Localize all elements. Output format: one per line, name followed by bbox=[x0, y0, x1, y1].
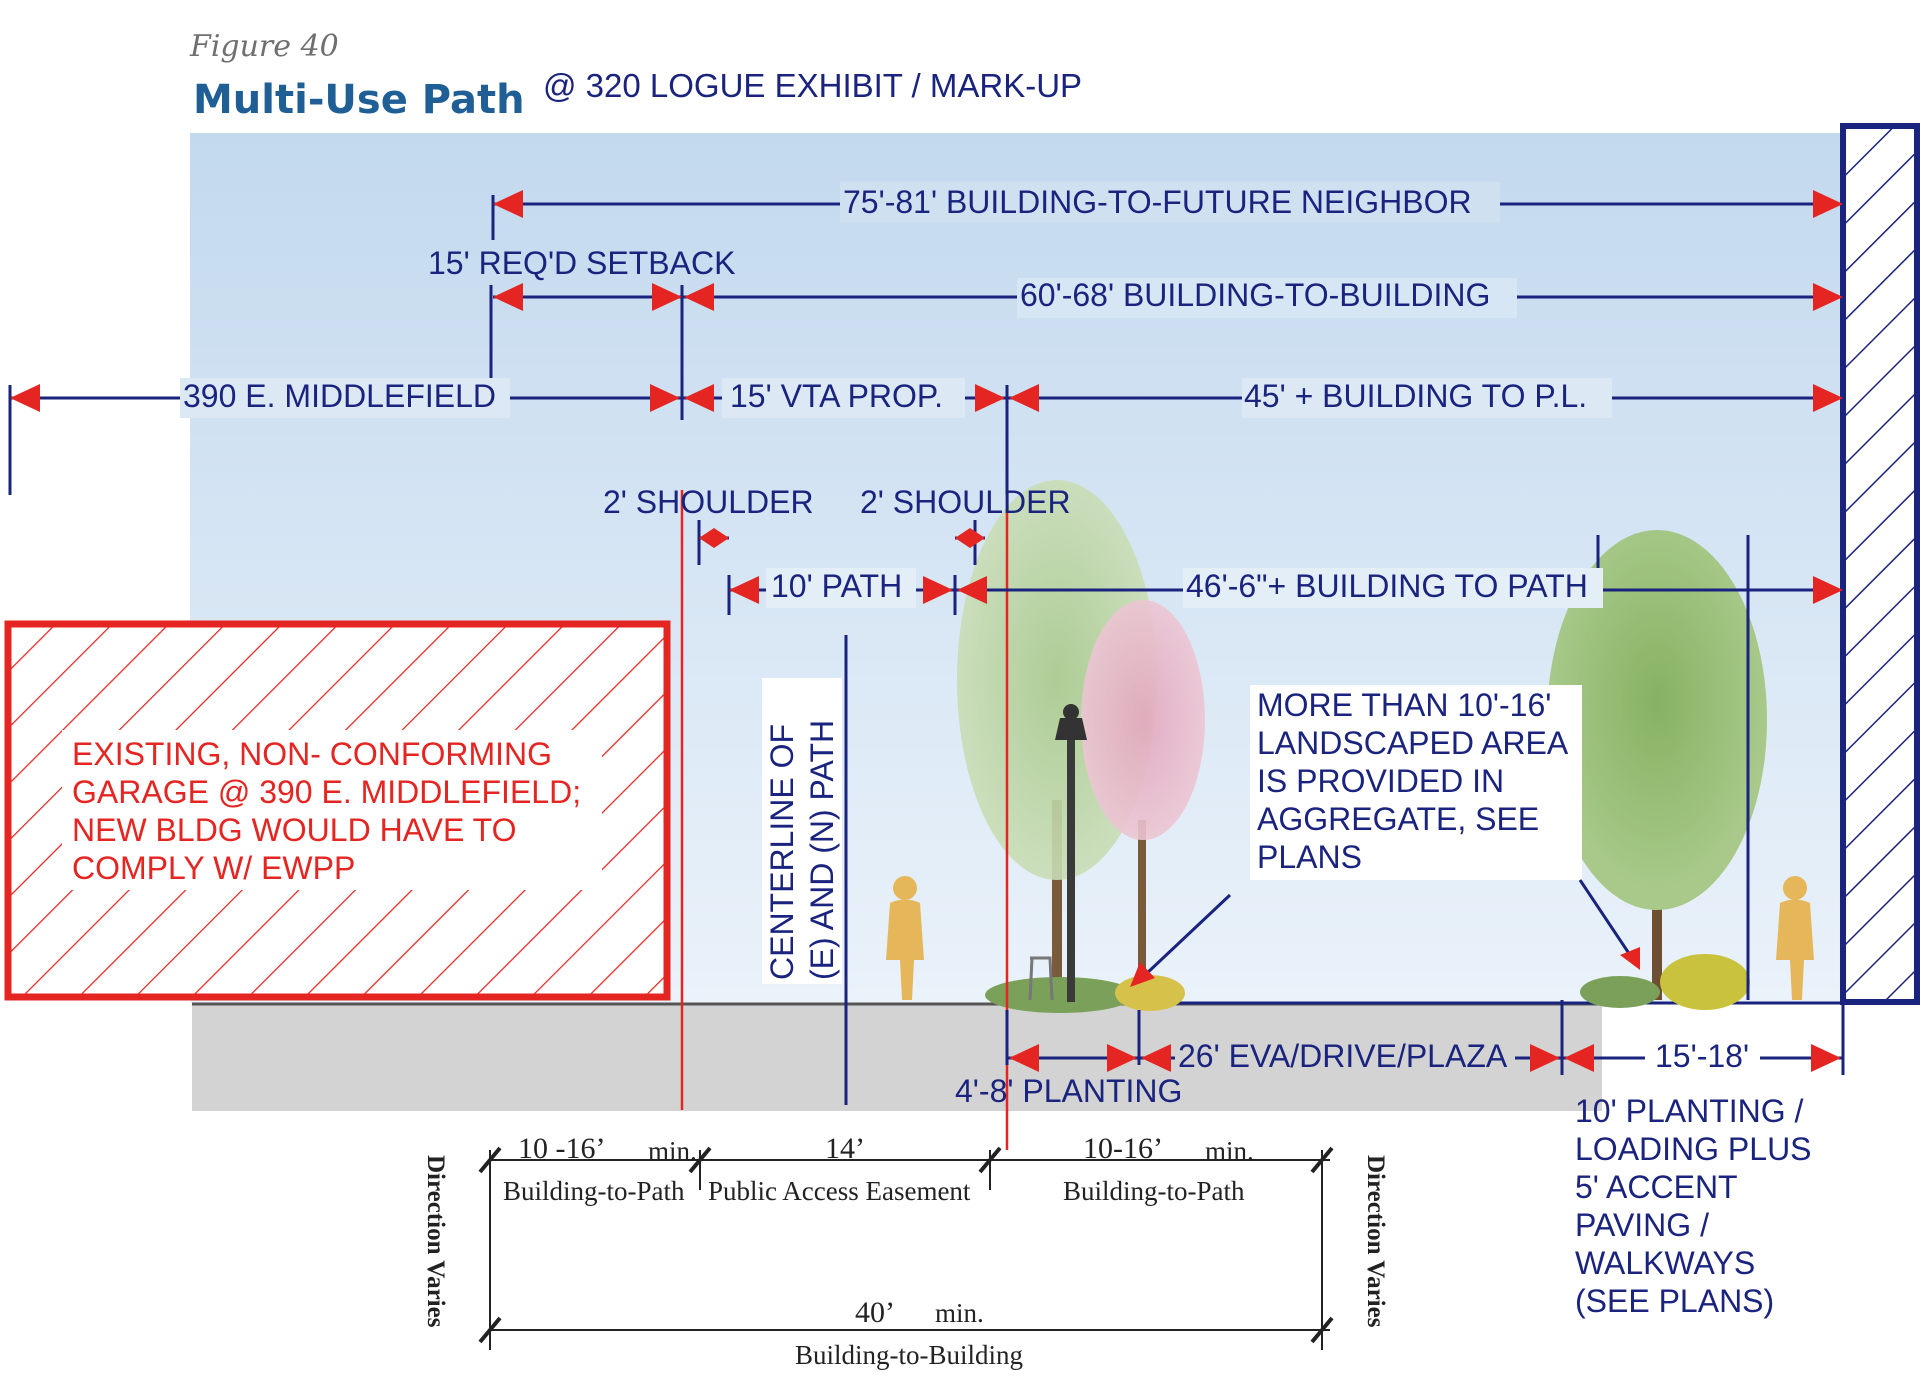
dim-label-planting-small: 4'-8' PLANTING bbox=[955, 1073, 1182, 1109]
bottom-left-label: Building-to-Path bbox=[503, 1176, 685, 1206]
dim-label-building-to-pl: 45' + BUILDING TO P.L. bbox=[1244, 378, 1587, 414]
bottom-total-label: Building-to-Building bbox=[795, 1340, 1023, 1370]
dim-label-planting-right: 15'-18' bbox=[1655, 1038, 1749, 1074]
planting-note-line-6: (SEE PLANS) bbox=[1575, 1283, 1774, 1319]
planting-note-line-3: 5' ACCENT bbox=[1575, 1169, 1737, 1205]
dim-label-future-neighbor: 75'-81' BUILDING-TO-FUTURE NEIGHBOR bbox=[843, 184, 1472, 220]
tree-pink bbox=[1081, 600, 1205, 1000]
dim-row-eva: 26' EVA/DRIVE/PLAZA 15'-18' bbox=[1007, 1038, 1843, 1078]
bottom-right-value: 10-16’ bbox=[1083, 1132, 1163, 1165]
pedestrian-left bbox=[886, 876, 924, 1000]
landscape-note-line-2: LANDSCAPED AREA bbox=[1257, 725, 1569, 761]
figure-label: Figure 40 bbox=[189, 29, 339, 64]
lamp-post bbox=[1055, 704, 1087, 1002]
dim-label-middlefield: 390 E. MIDDLEFIELD bbox=[183, 378, 496, 414]
planting-note: 10' PLANTING / LOADING PLUS 5' ACCENT PA… bbox=[1575, 1093, 1820, 1319]
dim-shoulders bbox=[699, 528, 985, 548]
planting-note-line-2: LOADING PLUS bbox=[1575, 1131, 1812, 1167]
landscape-note-line-5: PLANS bbox=[1257, 839, 1362, 875]
landscape-note-bg bbox=[1250, 685, 1582, 880]
centerline-label-2: (E) AND (N) PATH bbox=[804, 720, 840, 980]
garage-note-line-4: COMPLY W/ EWPP bbox=[72, 850, 355, 886]
landscape-note-line-4: AGGREGATE, SEE bbox=[1257, 801, 1539, 837]
bottom-total-value: 40’ bbox=[855, 1296, 895, 1329]
pedestrian-right bbox=[1776, 876, 1814, 1000]
dim-label-vta-prop: 15' VTA PROP. bbox=[730, 378, 943, 414]
centerline-label-bg bbox=[762, 678, 842, 984]
markup-title: @ 320 LOGUE EXHIBIT / MARK-UP bbox=[543, 67, 1082, 104]
garage-note: EXISTING, NON- CONFORMING GARAGE @ 390 E… bbox=[72, 736, 590, 886]
bottom-total-min: min. bbox=[935, 1298, 984, 1328]
dim-row-3: 390 E. MIDDLEFIELD 15' VTA PROP. 45' + B… bbox=[10, 378, 1843, 418]
shrubs bbox=[985, 954, 1750, 1013]
dim-label-path: 10' PATH bbox=[771, 568, 902, 604]
dim-label-shoulder-left: 2' SHOULDER bbox=[603, 484, 814, 520]
dim-label-building-to-building: 60'-68' BUILDING-TO-BUILDING bbox=[1020, 277, 1490, 313]
dim-label-eva-drive: 26' EVA/DRIVE/PLAZA bbox=[1178, 1038, 1508, 1074]
planting-note-line-4: PAVING / bbox=[1575, 1207, 1709, 1243]
leader-line-right bbox=[1578, 879, 1632, 956]
landscape-note-line-3: IS PROVIDED IN bbox=[1257, 763, 1504, 799]
garage-note-bg bbox=[62, 730, 602, 890]
direction-varies-left: Direction Varies bbox=[422, 1155, 449, 1328]
leader-arrow-right bbox=[1620, 947, 1640, 970]
bottom-left-value: 10 -16’ bbox=[518, 1132, 605, 1165]
bottom-dimension-table bbox=[478, 1146, 1334, 1350]
dim-row-path: 10' PATH 46'-6"+ BUILDING TO PATH bbox=[729, 568, 1843, 608]
dim-building-to-future-neighbor: 75'-81' BUILDING-TO-FUTURE NEIGHBOR bbox=[493, 182, 1843, 222]
garage-note-line-3: NEW BLDG WOULD HAVE TO bbox=[72, 812, 517, 848]
dim-label-reqd-setback: 15' REQ'D SETBACK bbox=[428, 245, 735, 281]
bottom-center-value: 14’ bbox=[825, 1132, 865, 1165]
tree-right bbox=[1547, 530, 1767, 1000]
bottom-right-min: min. bbox=[1205, 1136, 1254, 1166]
planting-note-line-5: WALKWAYS bbox=[1575, 1245, 1755, 1281]
bottom-left-min: min. bbox=[648, 1136, 697, 1166]
leader-arrow-left bbox=[1130, 962, 1155, 987]
landscape-note-line-1: MORE THAN 10'-16' bbox=[1257, 687, 1551, 723]
landscape-note: MORE THAN 10'-16' LANDSCAPED AREA IS PRO… bbox=[1257, 687, 1575, 875]
dim-label-building-to-path: 46'-6"+ BUILDING TO PATH bbox=[1186, 568, 1588, 604]
garage-note-line-1: EXISTING, NON- CONFORMING bbox=[72, 736, 552, 772]
bench bbox=[1028, 956, 1054, 1001]
centerline-label-1: CENTERLINE OF bbox=[764, 724, 800, 980]
direction-varies-right: Direction Varies bbox=[1362, 1155, 1389, 1328]
leader-line-left bbox=[1143, 893, 1232, 977]
dim-label-shoulder-right: 2' SHOULDER bbox=[860, 484, 1071, 520]
bottom-center-label: Public Access Easement bbox=[708, 1176, 971, 1206]
planting-note-line-1: 10' PLANTING / bbox=[1575, 1093, 1804, 1129]
adjacent-building bbox=[1840, 123, 1920, 1005]
bottom-right-label: Building-to-Path bbox=[1063, 1176, 1245, 1206]
garage-note-line-2: GARAGE @ 390 E. MIDDLEFIELD; bbox=[72, 774, 581, 810]
dim-building-to-building: 60'-68' BUILDING-TO-BUILDING bbox=[493, 277, 1843, 318]
page-title: Multi-Use Path bbox=[193, 77, 525, 123]
